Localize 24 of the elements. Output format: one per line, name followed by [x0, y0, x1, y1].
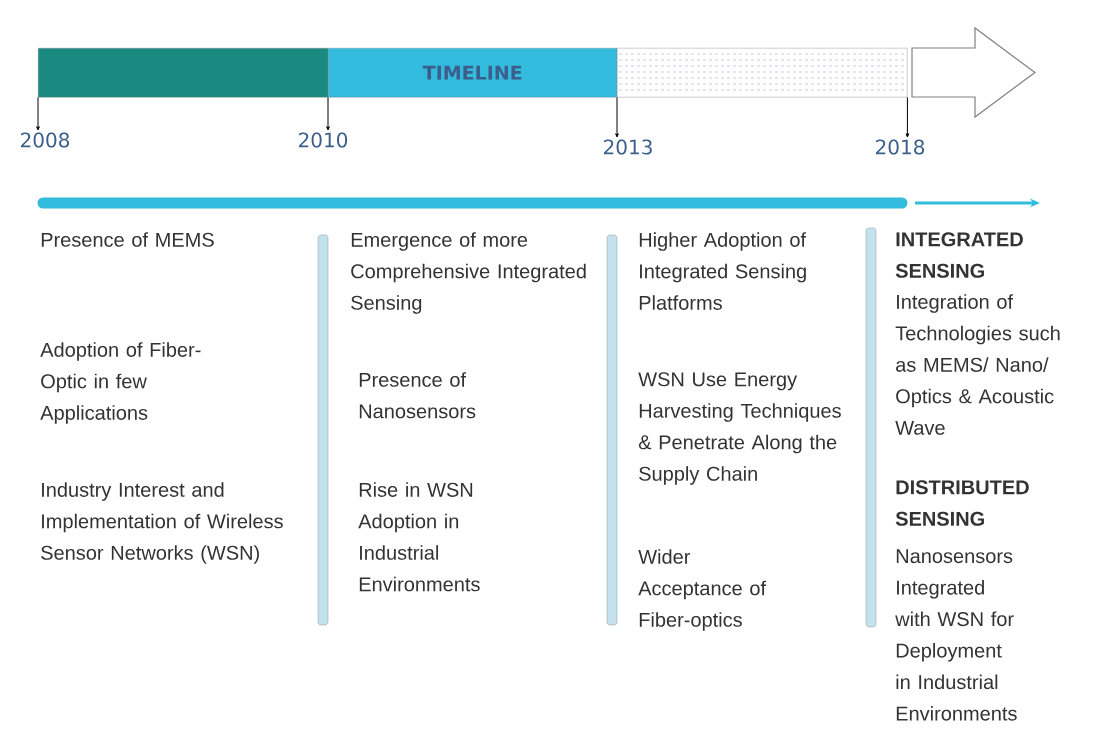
year-label: 2013	[604, 139, 652, 155]
timeline-bar	[38, 48, 329, 98]
note-text: Industry Interest and Implementation of Wireless Sensor Networks (WSN)	[41, 482, 283, 564]
note-text: Higher Adoption of Integrated Sensing Platforms	[639, 232, 807, 310]
note-text: Wider Acceptance of Fiber-optics	[638, 549, 767, 631]
timeline-bar: TIMELINE	[328, 48, 618, 98]
note-text: Presence of MEMS	[41, 232, 214, 247]
hatched-bar	[617, 48, 908, 98]
tick-arrow	[905, 96, 910, 138]
year-label: 2010	[299, 132, 348, 148]
note-text: Nanosensors Integrated with WSN for Deployment in Industrial Environments	[895, 549, 1017, 721]
note-text: Adoption of Fiber-Optic in few Applications	[40, 342, 201, 424]
note-text: WSN Use Energy Harvesting Techniques & Penetrate Along the Supply Chain	[638, 372, 841, 485]
note-text: INTEGRATED SENSING	[895, 232, 1023, 278]
year-label: 2008	[21, 132, 70, 148]
note-text: Rise in WSN Adoption in Industrial Environments	[358, 482, 480, 592]
tick-arrow	[615, 96, 619, 138]
tick-arrow	[326, 96, 330, 131]
year-label: 2018	[876, 139, 925, 155]
tick-arrow	[36, 96, 40, 131]
note-text: DISTRIBUTED SENSING	[895, 480, 1029, 526]
note-text: Presence of Nanosensors	[359, 372, 476, 419]
note-text: Integration of Technologies such as MEMS/ Nano/ Optics & Acoustic Wave	[895, 294, 1060, 435]
note-text: Emergence of more Comprehensive Integrated Sensing	[351, 232, 586, 314]
